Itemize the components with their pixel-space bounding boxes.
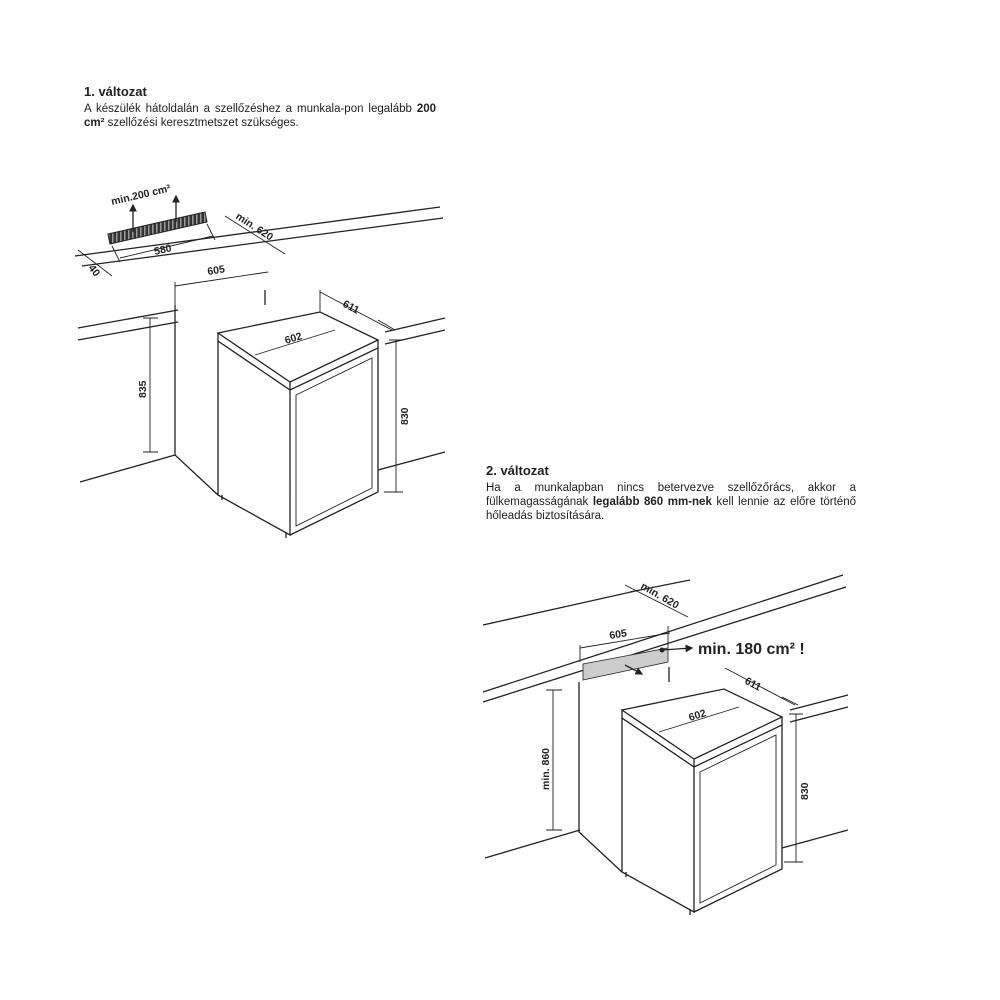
min-depth-label: min. 620 [639,580,682,611]
variant2-title: 2. változat [486,463,549,478]
vent-gap [582,647,669,681]
appliance-width-label: 602 [283,330,303,347]
pointer-arrow-icon [661,644,694,653]
appliance-height-label: 830 [799,782,811,800]
airflow-arrow-icon [624,664,644,675]
vent-grille [107,211,208,245]
variant1-text: A készülék hátoldalán a szellőzéshez a m… [84,102,436,130]
min-depth-label: min. 620 [233,210,275,243]
appliance-depth-label: 611 [341,298,362,317]
variant2-text-start: Ha a munkalapban nincs betervezve szellő… [486,482,856,508]
appliance-height-label: 830 [399,407,411,425]
appliance-depth-label: 611 [743,675,764,694]
niche-height-label: 835 [137,380,149,398]
variant2-text-end: kell lennie az előre történő hőleadás bi… [486,496,856,522]
variant1-title: 1. változat [84,84,147,99]
variant2-text: Ha a munkalapban nincs betervezve szellő… [486,481,856,523]
appliance-width-label: 602 [687,707,707,724]
vent-area-label: min.200 cm² [110,182,172,207]
variant2-description: 2. változat Ha a munkalapban nincs beter… [486,463,856,523]
vent-length-label: 580 [153,242,173,258]
variant1-text-end: szellőzési keresztmetszet szükséges. [104,117,299,129]
variant1-description: 1. változat A készülék hátoldalán a szel… [84,84,436,130]
niche-height-label: min. 860 [540,748,552,790]
niche-width-label: 605 [609,627,628,642]
niche-width-label: 605 [207,263,226,278]
variant2-text-bold: legalább 860 mm-nek [592,496,712,508]
variant1-text-bold: 200 cm² [84,103,436,129]
diagram-variant2: min. 180 cm² ! min. 620 605 611 602 min.… [482,574,849,916]
variant1-text-start: A készülék hátoldalán a szellőzéshez a m… [84,103,417,115]
vent-area-label: min. 180 cm² ! [698,641,805,658]
diagram-variant1: min.200 cm² 580 40 min. 620 605 611 602 … [74,182,446,539]
